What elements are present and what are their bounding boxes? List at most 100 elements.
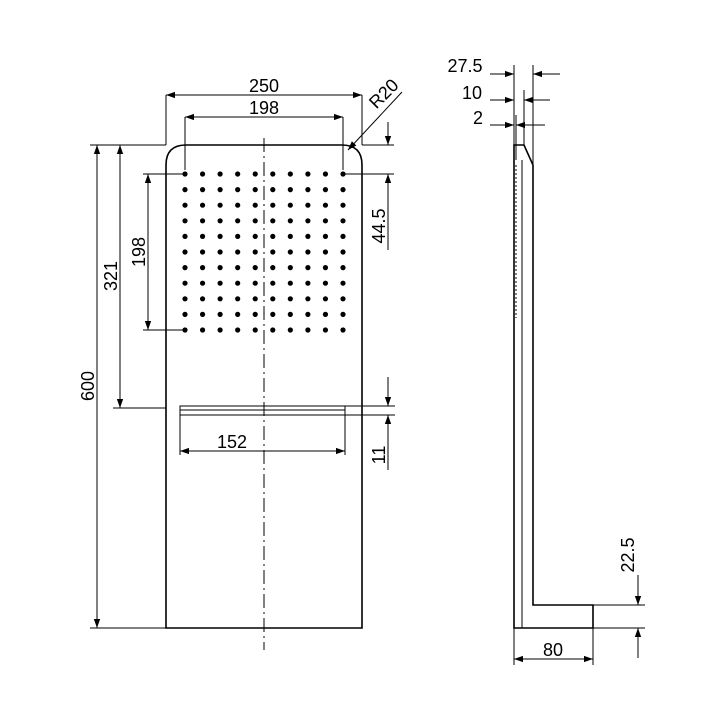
nozzle-hole <box>340 218 346 224</box>
nozzle-hole <box>322 187 329 193</box>
nozzle-hole <box>305 265 311 271</box>
nozzle-hole <box>182 311 188 317</box>
nozzle-hole <box>340 327 346 333</box>
nozzle-hole <box>305 202 311 208</box>
panel-outline <box>165 144 363 629</box>
nozzle-hole <box>270 218 276 224</box>
nozzle-hole <box>270 202 276 208</box>
nozzle-hole <box>252 202 258 208</box>
nozzle-hole <box>287 249 293 255</box>
nozzle-grid <box>182 171 346 333</box>
dim-slot-height: 11 <box>345 377 395 470</box>
nozzle-hole <box>235 249 241 255</box>
nozzle-hole <box>217 280 223 286</box>
nozzle-hole <box>305 249 311 255</box>
nozzle-hole <box>217 265 223 271</box>
nozzle-hole <box>199 187 206 193</box>
dim-thickness-mid: 10 <box>462 83 550 145</box>
dim-base-height: 22.5 <box>593 537 645 658</box>
nozzle-hole <box>322 218 329 224</box>
nozzle-hole <box>340 311 346 317</box>
nozzle-hole <box>199 327 206 333</box>
nozzle-hole <box>217 311 223 317</box>
nozzle-hole <box>182 296 188 302</box>
nozzle-hole <box>199 296 206 302</box>
dim-top-offset: 44.5 <box>343 122 394 250</box>
dim-label-head-height: 321 <box>101 261 121 291</box>
nozzle-hole <box>235 327 241 333</box>
nozzle-hole <box>199 202 206 208</box>
nozzle-hole <box>182 265 188 271</box>
nozzle-hole <box>340 202 346 208</box>
nozzle-hole <box>270 171 276 177</box>
dim-slot-width: 152 <box>179 415 346 455</box>
nozzle-hole <box>287 327 293 333</box>
nozzle-hole <box>340 265 346 271</box>
nozzle-hole <box>217 202 223 208</box>
nozzle-hole <box>252 327 258 333</box>
nozzle-hole <box>287 218 293 224</box>
side-view: 27.5 10 2 22.5 80 <box>447 56 645 665</box>
dim-label-base-depth: 80 <box>543 640 563 660</box>
nozzle-hole <box>217 249 223 255</box>
nozzle-hole <box>217 233 223 239</box>
nozzle-hole <box>287 265 293 271</box>
dim-label-top-offset: 44.5 <box>369 208 389 243</box>
nozzle-hole <box>287 311 293 317</box>
dim-nozzle-field-height: 198 <box>129 173 185 331</box>
nozzle-hole <box>322 327 329 333</box>
dim-label-corner-radius: R20 <box>365 75 402 112</box>
nozzle-hole <box>199 233 206 239</box>
nozzle-hole <box>235 296 241 302</box>
dim-label-slot-height: 11 <box>369 446 389 465</box>
nozzle-hole <box>322 233 329 239</box>
nozzle-hole <box>340 280 346 286</box>
dim-base-depth: 80 <box>513 628 594 665</box>
nozzle-hole <box>252 265 258 271</box>
nozzle-hole <box>322 202 329 208</box>
dim-corner-radius: R20 <box>347 75 403 151</box>
nozzle-hole <box>270 311 276 317</box>
dim-label-thickness-mid: 10 <box>462 83 482 103</box>
dim-thickness-front: 2 <box>473 108 545 160</box>
nozzle-hole <box>305 311 311 317</box>
nozzle-hole <box>322 296 329 302</box>
nozzle-hole <box>270 327 276 333</box>
nozzle-hole <box>217 218 223 224</box>
nozzle-hole <box>270 233 276 239</box>
dim-label-overall-width: 250 <box>249 76 279 96</box>
dim-label-nozzle-field-width: 198 <box>249 98 279 118</box>
nozzle-hole <box>287 296 293 302</box>
nozzle-hole <box>235 187 241 193</box>
nozzle-hole <box>199 265 206 271</box>
nozzle-hole <box>305 327 311 333</box>
nozzle-hole <box>270 296 276 302</box>
nozzle-hole <box>182 202 188 208</box>
nozzle-hole <box>305 296 311 302</box>
nozzle-hole <box>182 187 188 193</box>
nozzle-hole <box>199 218 206 224</box>
nozzle-hole <box>252 187 258 193</box>
front-view: 250 198 R20 600 321 <box>78 75 403 650</box>
nozzle-hole <box>340 233 346 239</box>
nozzle-hole <box>322 311 329 317</box>
nozzle-hole <box>182 249 188 255</box>
nozzle-hole <box>235 280 241 286</box>
nozzle-hole <box>252 296 258 302</box>
nozzle-hole <box>252 249 258 255</box>
nozzle-hole <box>322 249 329 255</box>
nozzle-hole <box>340 187 346 193</box>
nozzle-hole <box>235 311 241 317</box>
nozzle-hole <box>199 171 206 177</box>
dim-label-thickness-total: 27.5 <box>447 56 482 76</box>
nozzle-hole <box>217 171 223 177</box>
dim-nozzle-field-width: 198 <box>184 98 344 170</box>
nozzle-hole <box>217 327 223 333</box>
dim-thickness-total: 27.5 <box>447 56 560 165</box>
side-profile <box>513 144 594 629</box>
nozzle-hole <box>287 233 293 239</box>
nozzle-hole <box>199 249 206 255</box>
nozzle-hole <box>235 202 241 208</box>
dim-label-base-height: 22.5 <box>618 537 638 572</box>
nozzle-hole <box>322 265 329 271</box>
